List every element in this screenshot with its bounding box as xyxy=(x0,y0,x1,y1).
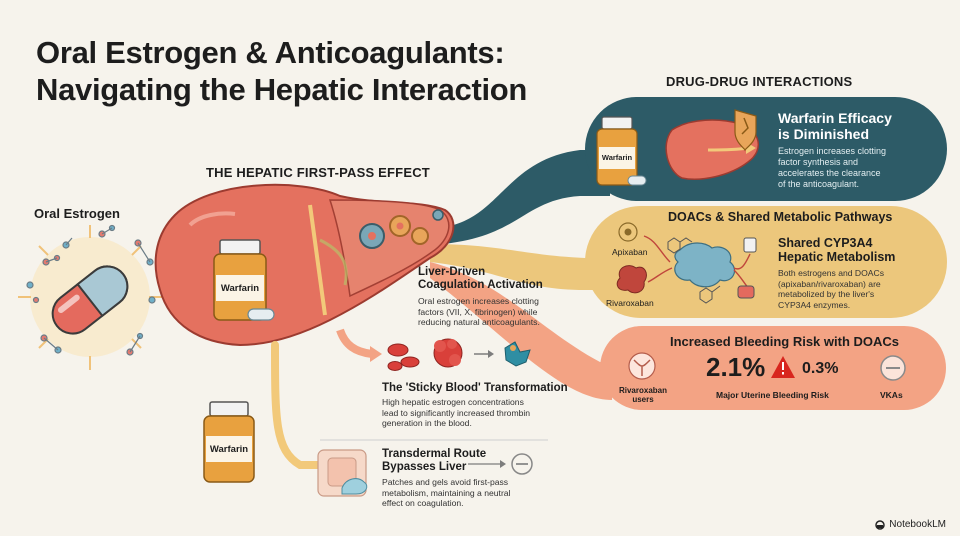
rivaroxaban-users-label: Rivaroxaban users xyxy=(616,386,670,404)
liver-activation-title-1: Liver-Driven xyxy=(418,266,486,278)
gear-icons xyxy=(359,209,444,249)
text-line: (apixaban/rivaroxaban) are xyxy=(778,278,881,289)
warfarin-panel-bg xyxy=(585,97,947,201)
panel-warfarin-bottle xyxy=(596,116,647,186)
notebooklm-watermark: NotebookLM xyxy=(875,519,946,530)
blood-cells-icon xyxy=(387,338,531,371)
notebooklm-logo-icon xyxy=(875,519,886,530)
estrogen-molecules xyxy=(26,224,156,356)
rivaroxaban-icon xyxy=(616,265,647,294)
doac-panel-heading: DOACs & Shared Metabolic Pathways xyxy=(668,210,893,224)
cyp3a4-enzyme-icon xyxy=(674,242,735,288)
text-line: Oral estrogen increases clotting xyxy=(418,296,539,306)
ddi-heading: DRUG-DRUG INTERACTIONS xyxy=(666,74,853,89)
bottom-bottle-label: Warfarin xyxy=(209,444,249,455)
transdermal-title-1: Transdermal Route xyxy=(382,448,487,460)
text-line: generation in the blood. xyxy=(382,418,472,428)
warfarin-panel-title-1: Warfarin Efficacy xyxy=(778,110,892,126)
title-line2: Navigating the Hepatic Interaction xyxy=(36,72,528,107)
doac-panel-title-2: Hepatic Metabolism xyxy=(778,250,896,264)
oral-estrogen-label: Oral Estrogen xyxy=(34,206,120,221)
warfarin-panel-desc: Estrogen increases clotting factor synth… xyxy=(778,146,938,190)
doac-panel-title-1: Shared CYP3A4 xyxy=(778,236,873,250)
liver-illustration xyxy=(154,183,455,347)
transdermal-text: Patches and gels avoid first-pass metabo… xyxy=(382,477,532,509)
text-line: factor synthesis and xyxy=(778,157,859,167)
watermark-text: NotebookLM xyxy=(889,519,946,530)
sticky-blood-block: The 'Sticky Blood' Transformation High h… xyxy=(382,382,572,429)
text-line: of the anticoagulant. xyxy=(778,179,860,189)
apixaban-icon xyxy=(618,222,638,242)
sticky-blood-text: High hepatic estrogen concentrations lea… xyxy=(382,397,572,429)
transdermal-title-2: Bypasses Liver xyxy=(382,461,467,473)
text-line: lead to significantly increased thrombin xyxy=(382,407,531,418)
page-title: Oral Estrogen & Anticoagulants: Navigati… xyxy=(36,34,527,108)
bottom-warfarin-bottle xyxy=(203,401,255,483)
text-line: High hepatic estrogen concentrations xyxy=(382,397,524,407)
doac-panel-text: Shared CYP3A4 Hepatic Metabolism Both es… xyxy=(778,236,938,310)
sticky-blood-title: The 'Sticky Blood' Transformation xyxy=(382,382,568,394)
text-line: Both estrogens and DOACs xyxy=(778,268,885,278)
warfarin-panel-title-2: is Diminished xyxy=(778,126,870,142)
vka-value: 0.3% xyxy=(802,360,839,377)
liver-to-blood-arrow xyxy=(336,328,373,358)
text-line: metabolized by the liver's xyxy=(778,289,875,299)
apixaban-label: Apixaban xyxy=(612,247,648,257)
ribbon-to-doac-panel xyxy=(430,244,600,290)
bleeding-panel-heading: Increased Bleeding Risk with DOACs xyxy=(670,334,900,349)
doac-panel-desc: Both estrogens and DOACs (apixaban/rivar… xyxy=(778,268,938,310)
liver-shield-icon xyxy=(665,109,759,180)
molecule-structures xyxy=(667,237,721,304)
warning-icon xyxy=(771,356,795,378)
text-line: accelerates the clearance xyxy=(778,168,881,178)
uterine-bleeding-label: Major Uterine Bleeding Risk xyxy=(716,390,829,400)
doac-bottle-icon xyxy=(737,237,757,299)
ribbon-to-bleeding-panel xyxy=(430,262,612,400)
text-line: Estrogen increases clotting xyxy=(778,146,887,156)
transdermal-patch-icon xyxy=(317,449,368,497)
transdermal-pathway xyxy=(271,341,324,469)
text-line: factors (VII, X, fibrinogen) while xyxy=(418,306,538,317)
vka-label: VKAs xyxy=(880,390,903,400)
label-line: users xyxy=(632,395,654,404)
liver-bottle-label: Warfarin xyxy=(220,283,260,294)
liver-activation-title-2: Coagulation Activation xyxy=(418,279,543,291)
ribbon-to-warfarin-panel xyxy=(430,150,610,245)
text-line: reducing natural anticoagulants. xyxy=(418,317,540,327)
liver-activation-block: Liver-Driven Coagulation Activation Oral… xyxy=(418,266,588,328)
estrogen-capsule xyxy=(51,265,129,335)
first-pass-heading: THE HEPATIC FIRST-PASS EFFECT xyxy=(206,165,430,180)
doac-panel-bg xyxy=(585,206,947,318)
label-line: Rivaroxaban xyxy=(618,386,668,395)
text-line: metabolism, maintaining a neutral xyxy=(382,487,511,498)
text-line: CYP3A4 enzymes. xyxy=(778,299,851,310)
vka-neutral-icon xyxy=(880,355,906,381)
rivaroxaban-label: Rivaroxaban xyxy=(606,298,654,308)
liver-warfarin-bottle xyxy=(213,239,275,321)
warfarin-panel-text: Warfarin Efficacy is Diminished Estrogen… xyxy=(778,110,938,190)
rivaroxaban-users-value: 2.1% xyxy=(706,352,766,382)
panel-bottle-label: Warfarin xyxy=(601,153,633,162)
transdermal-block: Transdermal Route Bypasses Liver Patches… xyxy=(382,448,532,509)
text-line: effect on coagulation. xyxy=(382,498,464,508)
bleeding-panel-bg xyxy=(600,326,946,410)
title-line1: Oral Estrogen & Anticoagulants: xyxy=(36,35,505,70)
liver-activation-text: Oral estrogen increases clotting factors… xyxy=(418,296,588,328)
neutral-effect-icon xyxy=(511,453,533,475)
text-line: Patches and gels avoid first-pass xyxy=(382,477,509,487)
uterus-icon xyxy=(628,352,656,380)
